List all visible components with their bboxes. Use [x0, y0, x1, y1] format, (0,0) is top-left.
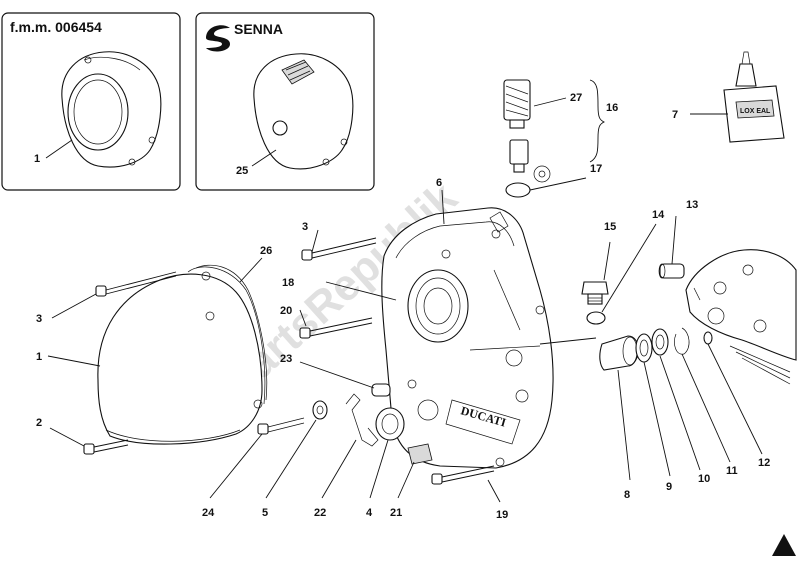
fitting-16: [509, 139, 529, 173]
callout-5: 5: [262, 507, 268, 519]
callout-14: 14: [652, 209, 665, 221]
callout-4: 4: [366, 507, 373, 519]
leader-lines: [47, 79, 763, 503]
callout-6: 6: [436, 177, 442, 189]
o-ring-12: [703, 331, 713, 345]
washer-5: [312, 400, 328, 420]
callout-label: 25: [236, 165, 248, 177]
callout-label: 1: [34, 153, 40, 165]
bolt-24: [257, 417, 305, 435]
callout-10: 10: [698, 473, 710, 485]
senna-logo-icon: [206, 25, 230, 52]
callout-13: 13: [686, 199, 698, 211]
washer-17: [505, 182, 531, 198]
spring-clip-22: [345, 393, 379, 447]
inset-title: f.m.m. 006454: [10, 19, 102, 35]
callout-21: 21: [390, 507, 402, 519]
sealant-label: LOX EAL: [740, 108, 771, 115]
callout-26: 26: [260, 245, 272, 257]
callout-24: 24: [202, 507, 215, 519]
spacer-23: [371, 383, 391, 397]
clutch-cover: [97, 264, 268, 445]
callout-3: 3: [302, 221, 308, 233]
callout-2: 2: [36, 417, 42, 429]
callout-11: 11: [726, 465, 738, 477]
o-ring-14: [586, 311, 606, 325]
clutch-housing: DUCATI: [381, 207, 554, 469]
bolt-3-upper: [301, 237, 377, 261]
callout-7: 7: [672, 109, 678, 121]
bolt-3-lower: [95, 271, 177, 297]
ring-9: [635, 333, 653, 363]
direction-arrow-icon: [772, 534, 796, 556]
sealant-tube-7: LOX EAL: [723, 51, 785, 143]
callout-18: 18: [282, 277, 294, 289]
engine-case-fragment: [685, 249, 797, 385]
clutch-cover-inset-left: [61, 51, 162, 168]
brand-label: SENNA: [234, 21, 283, 37]
inset-fmm: f.m.m. 006454 1: [1, 12, 181, 191]
callout-9: 9: [666, 481, 672, 493]
clutch-cover-inset-right: [253, 53, 354, 170]
callout-23: 23: [280, 353, 292, 365]
gasket-outline: [187, 266, 266, 405]
callout-20: 20: [280, 305, 292, 317]
bolt-19: [431, 465, 495, 485]
gear-icon: [533, 165, 551, 183]
bushing-8: [599, 335, 640, 371]
bolt-2: [83, 439, 129, 455]
seal-4: [375, 407, 405, 441]
bolt-20: [299, 317, 373, 339]
circlip-11: [674, 327, 690, 355]
seal-10: [651, 328, 669, 356]
callout-labels: 3 1 2 3 26 18 20 23 24 5 22 4 21 19 6 27…: [36, 92, 770, 521]
callout-1: 1: [36, 351, 42, 363]
inset-senna: SENNA 25: [195, 12, 375, 191]
callout-8: 8: [624, 489, 630, 501]
oil-plug-15: [581, 281, 609, 305]
filter-27: [503, 79, 531, 129]
callout-15: 15: [604, 221, 616, 233]
callout-19: 19: [496, 509, 508, 521]
callout-22: 22: [314, 507, 326, 519]
gasket-21: [407, 443, 433, 465]
callout-12: 12: [758, 457, 770, 469]
callout-27: 27: [570, 92, 582, 104]
callout-16: 16: [606, 102, 618, 114]
callout-3: 3: [36, 313, 42, 325]
bushing-13: [658, 263, 685, 279]
callout-17: 17: [590, 163, 602, 175]
